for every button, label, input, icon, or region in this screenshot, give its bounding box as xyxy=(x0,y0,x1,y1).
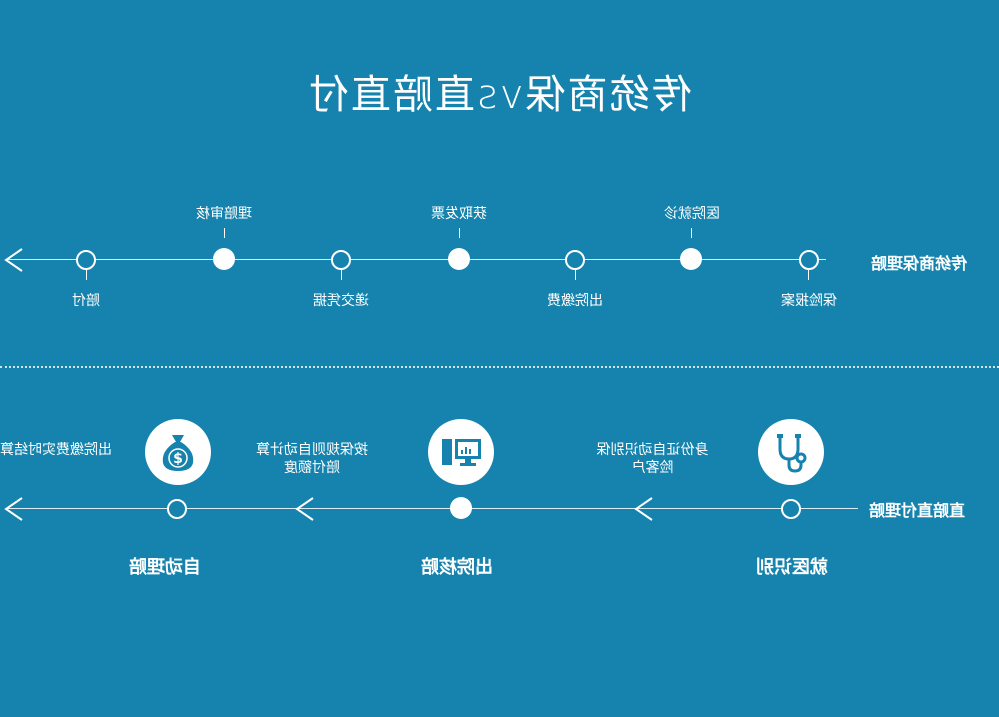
chevron-left-icon xyxy=(632,496,654,526)
timeline-node-2 xyxy=(680,248,702,270)
timeline-node-4 xyxy=(448,248,470,270)
stage-node-3 xyxy=(167,499,187,519)
step-label: 出院缴费 xyxy=(547,293,603,309)
traditional-timeline-line xyxy=(6,259,826,260)
stage-node-2 xyxy=(450,497,472,519)
stage-title: 就医识别 xyxy=(756,557,828,578)
step-label: 递交凭据 xyxy=(313,293,369,309)
direct-timeline-line xyxy=(6,508,858,509)
tick xyxy=(691,228,692,238)
stage-title: 自动理赔 xyxy=(129,557,201,578)
timeline-node-6 xyxy=(213,248,235,270)
direct-arrow-head xyxy=(2,496,24,526)
stethoscope-icon xyxy=(758,419,824,485)
timeline-node-7 xyxy=(76,250,96,270)
computer-icon xyxy=(428,419,494,485)
page-title: 传统商保vs直赔直付 xyxy=(307,72,692,118)
stage-description: 身份证自动识别保险客户 xyxy=(596,442,709,476)
traditional-arrow-head xyxy=(2,247,24,277)
step-label: 获取发票 xyxy=(431,206,487,222)
chevron-left-icon xyxy=(293,496,315,526)
stage-description: 按保规则自动计算赔付额度 xyxy=(256,442,368,476)
tick xyxy=(341,270,342,280)
svg-text:$: $ xyxy=(173,451,183,467)
stage-title: 出院核赔 xyxy=(421,557,493,578)
tick xyxy=(459,228,460,238)
step-label: 医院就诊 xyxy=(664,206,720,222)
timeline-node-5 xyxy=(331,250,351,270)
money-bag-icon: $ xyxy=(145,419,211,485)
direct-row-label: 直赔直付理赔 xyxy=(869,501,966,520)
tick xyxy=(808,270,809,280)
tick xyxy=(224,228,225,238)
step-label: 赔付 xyxy=(72,293,100,309)
stage-node-1 xyxy=(781,499,801,519)
stage-description: 出院缴费实时结算 xyxy=(0,442,112,458)
section-divider xyxy=(0,366,999,368)
timeline-node-3 xyxy=(565,250,585,270)
timeline-node-1 xyxy=(799,250,819,270)
step-label: 保险报案 xyxy=(781,293,837,309)
step-label: 理赔审核 xyxy=(196,206,252,222)
traditional-row-label: 传统商保理赔 xyxy=(871,254,968,273)
tick xyxy=(575,270,576,280)
tick xyxy=(86,270,87,280)
